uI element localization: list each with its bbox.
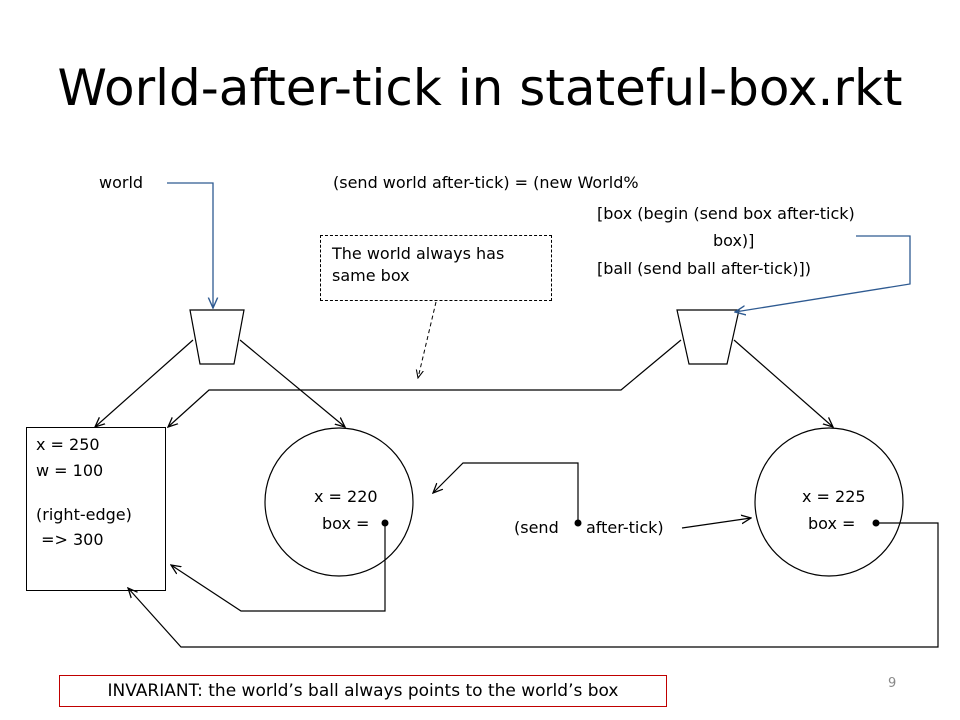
- page-number: 9: [888, 676, 897, 691]
- note-box: The world always has same box: [320, 235, 552, 301]
- world-object-new: [676, 309, 740, 365]
- box-x-field: x = 250: [36, 435, 100, 454]
- box-clause-code-1: [box (begin (send box after-tick): [597, 204, 855, 223]
- box-clause-code-2: box)]: [713, 231, 755, 250]
- ball-old-box-arrow: [171, 523, 386, 612]
- ball-new-box-field: box =: [808, 514, 856, 533]
- box-right-edge-label: (right-edge): [36, 505, 132, 524]
- note-line-1: The world always has: [332, 244, 505, 263]
- box-right-edge-value: => 300: [36, 530, 104, 549]
- send-suffix-label: after-tick): [586, 518, 664, 537]
- world-pointer-arrow: [167, 182, 213, 308]
- box-w-field: w = 100: [36, 461, 104, 480]
- note-pointer-arrow: [418, 301, 437, 378]
- send-prefix-label: (send: [514, 518, 559, 537]
- send-target-arrow: [433, 462, 579, 523]
- box-object: x = 250 w = 100 (right-edge) => 300: [26, 427, 166, 591]
- new-world-box-arrow: [168, 339, 682, 427]
- old-world-ball-arrow: [239, 339, 345, 427]
- invariant-box: INVARIANT: the world’s ball always point…: [59, 675, 667, 707]
- slide-title: World-after-tick in stateful-box.rkt: [57, 59, 903, 117]
- old-world-box-arrow: [95, 339, 194, 427]
- ball-old-x-field: x = 220: [314, 487, 378, 506]
- world-label: world: [99, 173, 144, 192]
- ball-clause-code: [ball (send ball after-tick)]): [597, 259, 812, 278]
- send-world-code: (send world after-tick) = (new World%: [333, 173, 639, 192]
- send-result-arrow: [681, 518, 751, 529]
- new-world-ball-arrow: [733, 339, 833, 427]
- world-object-old: [189, 309, 245, 365]
- note-line-2: same box: [332, 266, 410, 285]
- ball-new-x-field: x = 225: [802, 487, 866, 506]
- ball-old-box-field: box =: [322, 514, 370, 533]
- ball-new-box-arrow: [128, 522, 939, 648]
- new-world-pointer-arrow: [735, 235, 911, 312]
